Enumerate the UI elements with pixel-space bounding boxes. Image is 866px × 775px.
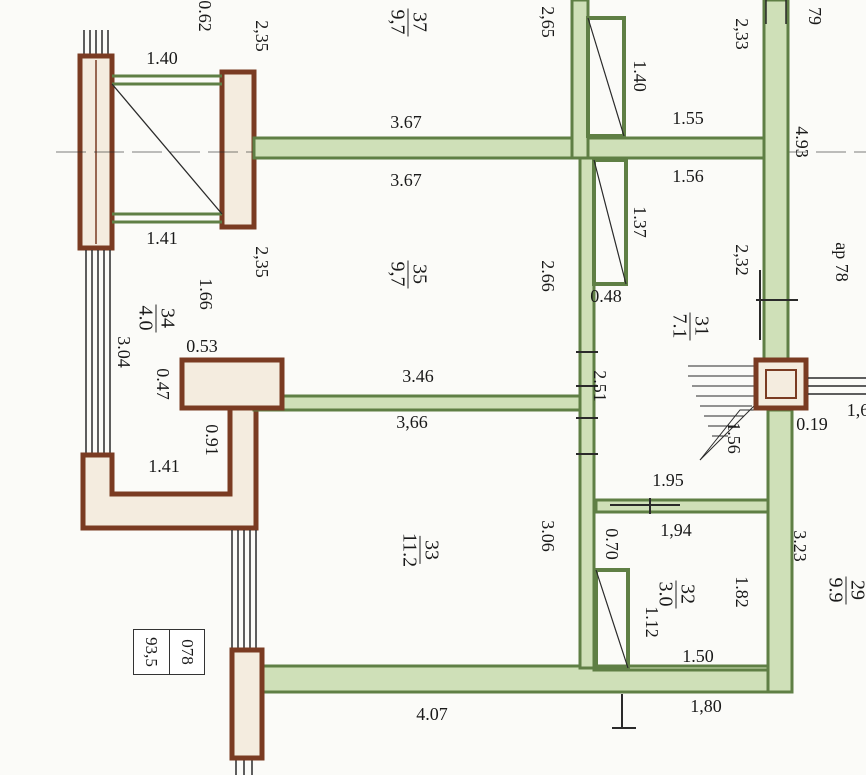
window-right — [765, 0, 866, 395]
dim-label: 0.91 — [202, 424, 222, 456]
room-number: 35 — [407, 260, 431, 288]
room-number: 37 — [407, 8, 431, 36]
pier-left-bottom — [229, 647, 265, 761]
dim-label: 1.37 — [630, 206, 650, 238]
room-area: 7.1 — [668, 313, 691, 339]
column — [753, 357, 809, 411]
dim-label: 3.04 — [114, 336, 134, 368]
stamp-total-area: 93,5 — [134, 630, 169, 674]
room-32: 32 3.0 — [654, 578, 699, 611]
closets — [586, 16, 630, 670]
dim-label: 1.55 — [672, 108, 704, 128]
door-marks — [576, 270, 798, 729]
window-left-middle — [85, 250, 111, 455]
dim-label: 2,65 — [538, 6, 558, 38]
room-area: 9,7 — [386, 261, 409, 287]
room-34: 34 4.0 — [134, 302, 179, 335]
dim-label: 3.67 — [390, 112, 422, 132]
dim-label: 0.62 — [195, 0, 215, 32]
dim-label: ар 78 — [832, 242, 852, 282]
dim-label: 1.50 — [682, 646, 714, 666]
dim-label: 2,32 — [732, 244, 752, 276]
dim-label: 3.23 — [790, 530, 810, 562]
room-area: 9,7 — [386, 9, 409, 35]
dim-label: 1.12 — [642, 606, 662, 638]
dim-label: 0.70 — [602, 528, 622, 560]
dim-label: 0.47 — [153, 368, 173, 400]
dim-label: 79 — [805, 7, 825, 25]
dim-label: 4.07 — [416, 704, 448, 724]
door-swing-diagonal — [111, 83, 223, 215]
room-number: 29 — [845, 576, 866, 604]
room-area: 11.2 — [398, 532, 421, 568]
dim-label: 2,35 — [252, 246, 272, 278]
dim-label: 3.67 — [390, 170, 422, 190]
room-number: 33 — [419, 535, 443, 564]
dim-label: 2.66 — [538, 260, 558, 292]
dim-label: 1,6 — [846, 400, 866, 420]
dim-label: 1.41 — [148, 456, 180, 476]
dim-label: 3,66 — [396, 412, 428, 432]
dim-label: 1.82 — [732, 576, 752, 608]
room-31: 31 7.1 — [668, 310, 713, 343]
dim-label: 0.53 — [186, 336, 218, 356]
dim-label: 0.48 — [590, 286, 622, 306]
dim-label: 1.40 — [146, 48, 178, 68]
room-29: 29 9.9 — [825, 574, 866, 607]
room-number: 32 — [675, 580, 699, 608]
dim-label: 1.41 — [146, 228, 178, 248]
window-left-bottom — [231, 530, 257, 775]
room-area: 3.0 — [654, 581, 677, 607]
dim-label: 1.66 — [196, 278, 216, 310]
room-35: 35 9,7 — [386, 258, 431, 291]
dim-label: 2.51 — [590, 370, 610, 402]
dim-label: 1.56 — [672, 166, 704, 186]
apartment-stamp: 93,5 078 — [133, 629, 205, 675]
room-area: 9.9 — [824, 577, 847, 603]
dim-label: 1.56 — [724, 422, 744, 454]
room-37: 37 9,7 — [386, 6, 431, 39]
dim-label: 1,94 — [660, 520, 692, 540]
dim-label: 1.95 — [652, 470, 684, 490]
dim-label: 3.06 — [538, 520, 558, 552]
dim-label: 1,80 — [690, 696, 722, 716]
dim-label: 0.19 — [796, 414, 828, 434]
stamp-apartment-text: 078 — [177, 639, 197, 665]
dim-label: 2,33 — [732, 18, 752, 50]
room-number: 34 — [155, 304, 179, 332]
balcony-rails — [112, 74, 222, 224]
walls-green — [252, 0, 794, 694]
dim-label: 4.93 — [792, 126, 812, 158]
room-number: 31 — [689, 312, 713, 340]
stamp-total-area-text: 93,5 — [142, 637, 162, 667]
staircase — [688, 365, 757, 461]
pier-middle — [179, 357, 285, 411]
dim-label: 3.46 — [402, 366, 434, 386]
room-33: 33 11.2 — [398, 529, 443, 571]
dim-label: 2,35 — [252, 20, 272, 52]
dim-label: 1.40 — [630, 60, 650, 92]
room-area: 4.0 — [134, 305, 157, 331]
stamp-apartment: 078 — [168, 630, 205, 674]
